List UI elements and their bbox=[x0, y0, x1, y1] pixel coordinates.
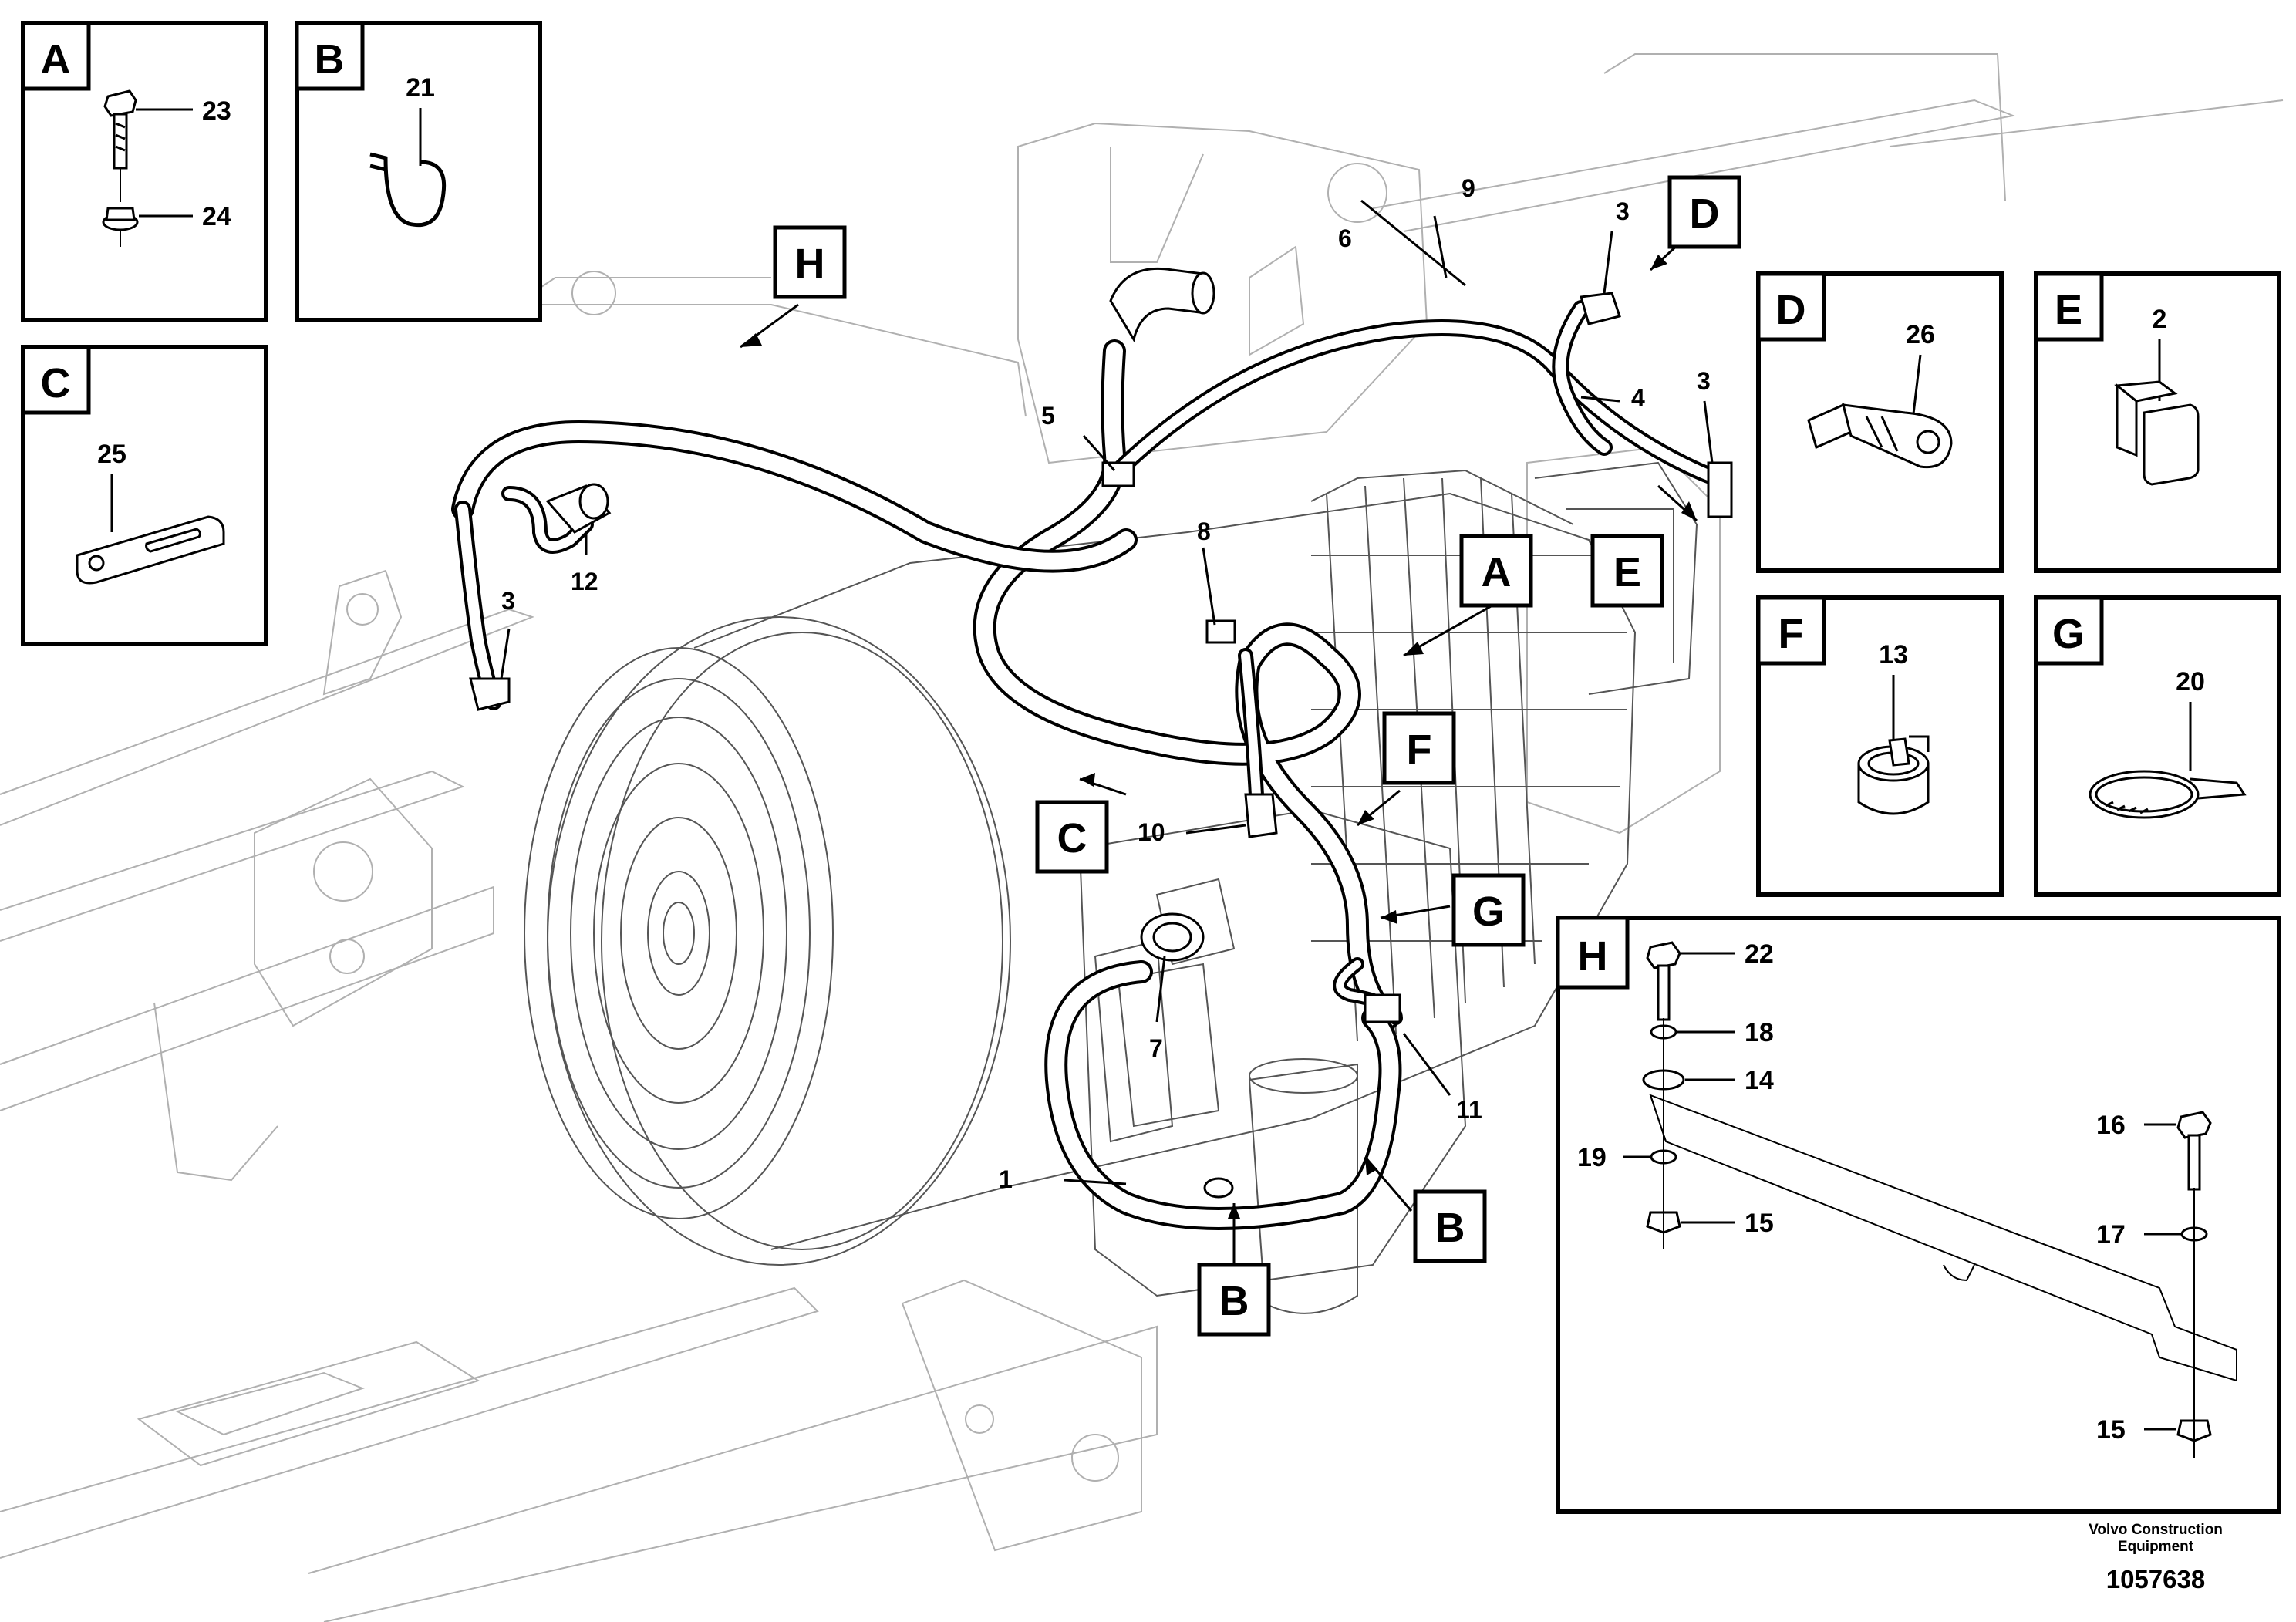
detail-insets: A 23 24 B 21 bbox=[21, 21, 2281, 1514]
bracket-plate-icon bbox=[76, 515, 225, 585]
part-22: 22 bbox=[1745, 939, 1774, 969]
tag-b-bottom: B bbox=[1197, 1263, 1271, 1337]
part-16: 16 bbox=[2096, 1111, 2126, 1140]
tag-arrowheads bbox=[740, 255, 1697, 1219]
callout-8: 8 bbox=[1197, 518, 1211, 545]
tag-f: F bbox=[1382, 711, 1456, 785]
part-20: 20 bbox=[2176, 667, 2205, 696]
part-19: 19 bbox=[1577, 1143, 1607, 1172]
part-17: 17 bbox=[2096, 1220, 2126, 1249]
part-21: 21 bbox=[406, 73, 435, 103]
fitting-3-top bbox=[1580, 292, 1621, 325]
callout-11: 11 bbox=[1456, 1096, 1482, 1124]
washer-nut-icon bbox=[102, 207, 139, 231]
part-14: 14 bbox=[1745, 1066, 1774, 1095]
bolt-22-icon bbox=[1646, 941, 1681, 1021]
svg-text:A: A bbox=[41, 36, 71, 83]
inset-g: G 20 bbox=[2034, 595, 2281, 897]
inset-h: H bbox=[1556, 916, 2281, 1514]
svg-text:C: C bbox=[1057, 815, 1087, 862]
callout-3-top: 3 bbox=[1616, 197, 1630, 225]
part-15b: 15 bbox=[2096, 1415, 2126, 1445]
fitting-11 bbox=[1364, 993, 1401, 1023]
company-name: Volvo Construction Equipment bbox=[2089, 1522, 2223, 1555]
document-number: 1057638 bbox=[2106, 1565, 2206, 1593]
svg-text:F: F bbox=[1778, 611, 1804, 657]
callout-10: 10 bbox=[1138, 818, 1165, 846]
tube-clip-icon bbox=[1807, 403, 1953, 469]
fitting-8 bbox=[1205, 619, 1236, 644]
svg-text:E: E bbox=[2055, 287, 2082, 333]
part-15: 15 bbox=[1745, 1209, 1774, 1238]
svg-text:F: F bbox=[1407, 727, 1432, 773]
callout-1: 1 bbox=[999, 1165, 1013, 1193]
elbow-fitting-9 bbox=[1109, 267, 1205, 342]
part-24: 24 bbox=[202, 202, 231, 231]
tag-d: D bbox=[1667, 175, 1741, 249]
svg-text:H: H bbox=[795, 241, 825, 287]
inset-d: D 26 bbox=[1756, 271, 2004, 573]
svg-text:B: B bbox=[1435, 1205, 1465, 1251]
connector-10 bbox=[1244, 793, 1278, 838]
inset-b: B 21 bbox=[295, 21, 542, 322]
svg-text:A: A bbox=[1482, 549, 1512, 595]
part-2: 2 bbox=[2153, 305, 2167, 334]
tag-g: G bbox=[1451, 873, 1526, 947]
tag-b-right: B bbox=[1413, 1189, 1487, 1263]
callout-4: 4 bbox=[1631, 384, 1645, 412]
hoses bbox=[451, 300, 1728, 1230]
part-26: 26 bbox=[1906, 320, 1935, 349]
svg-text:B: B bbox=[1219, 1278, 1249, 1324]
fitting-3-left bbox=[469, 677, 511, 711]
tag-e: E bbox=[1590, 534, 1664, 608]
footer: Volvo Construction Equipment 1057638 bbox=[2063, 1522, 2248, 1594]
ring-clamp-icon bbox=[1857, 735, 1930, 815]
inset-c: C 25 bbox=[21, 345, 268, 646]
svg-text:G: G bbox=[1472, 889, 1505, 935]
svg-text:C: C bbox=[41, 360, 71, 406]
inset-f: F 13 bbox=[1756, 595, 2004, 897]
svg-text:B: B bbox=[315, 36, 345, 83]
main-callouts: 9 6 3 4 3 5 8 12 3 10 7 11 1 bbox=[501, 174, 1711, 1193]
part-23: 23 bbox=[202, 96, 231, 126]
part-25: 25 bbox=[97, 440, 126, 469]
inset-e: E 2 bbox=[2034, 271, 2281, 573]
callout-6: 6 bbox=[1338, 224, 1352, 252]
inset-a: A 23 24 bbox=[21, 21, 268, 322]
tag-h: H bbox=[773, 225, 847, 299]
part-13: 13 bbox=[1879, 640, 1908, 669]
fittings bbox=[469, 267, 1733, 1199]
fitting-3-right bbox=[1707, 461, 1733, 518]
svg-text:G: G bbox=[2052, 611, 2085, 657]
detail-tags: H D A E F C G B bbox=[773, 175, 1741, 1337]
callout-5: 5 bbox=[1041, 402, 1055, 430]
tag-a: A bbox=[1459, 534, 1533, 608]
cable-tie-icon bbox=[2089, 770, 2247, 819]
svg-text:H: H bbox=[1578, 933, 1608, 980]
fitting-5 bbox=[1101, 461, 1135, 487]
callout-7: 7 bbox=[1149, 1034, 1163, 1062]
callout-9: 9 bbox=[1462, 174, 1475, 202]
tag-c: C bbox=[1035, 800, 1109, 874]
callout-12: 12 bbox=[571, 568, 598, 595]
plug-cap-icon bbox=[2114, 380, 2200, 486]
callout-3-right: 3 bbox=[1697, 367, 1711, 395]
svg-text:D: D bbox=[1690, 191, 1720, 237]
svg-text:D: D bbox=[1776, 287, 1806, 333]
clamp-icon bbox=[369, 152, 447, 228]
callout-3-left: 3 bbox=[501, 587, 515, 615]
svg-text:E: E bbox=[1613, 549, 1641, 595]
part-18: 18 bbox=[1745, 1018, 1774, 1047]
